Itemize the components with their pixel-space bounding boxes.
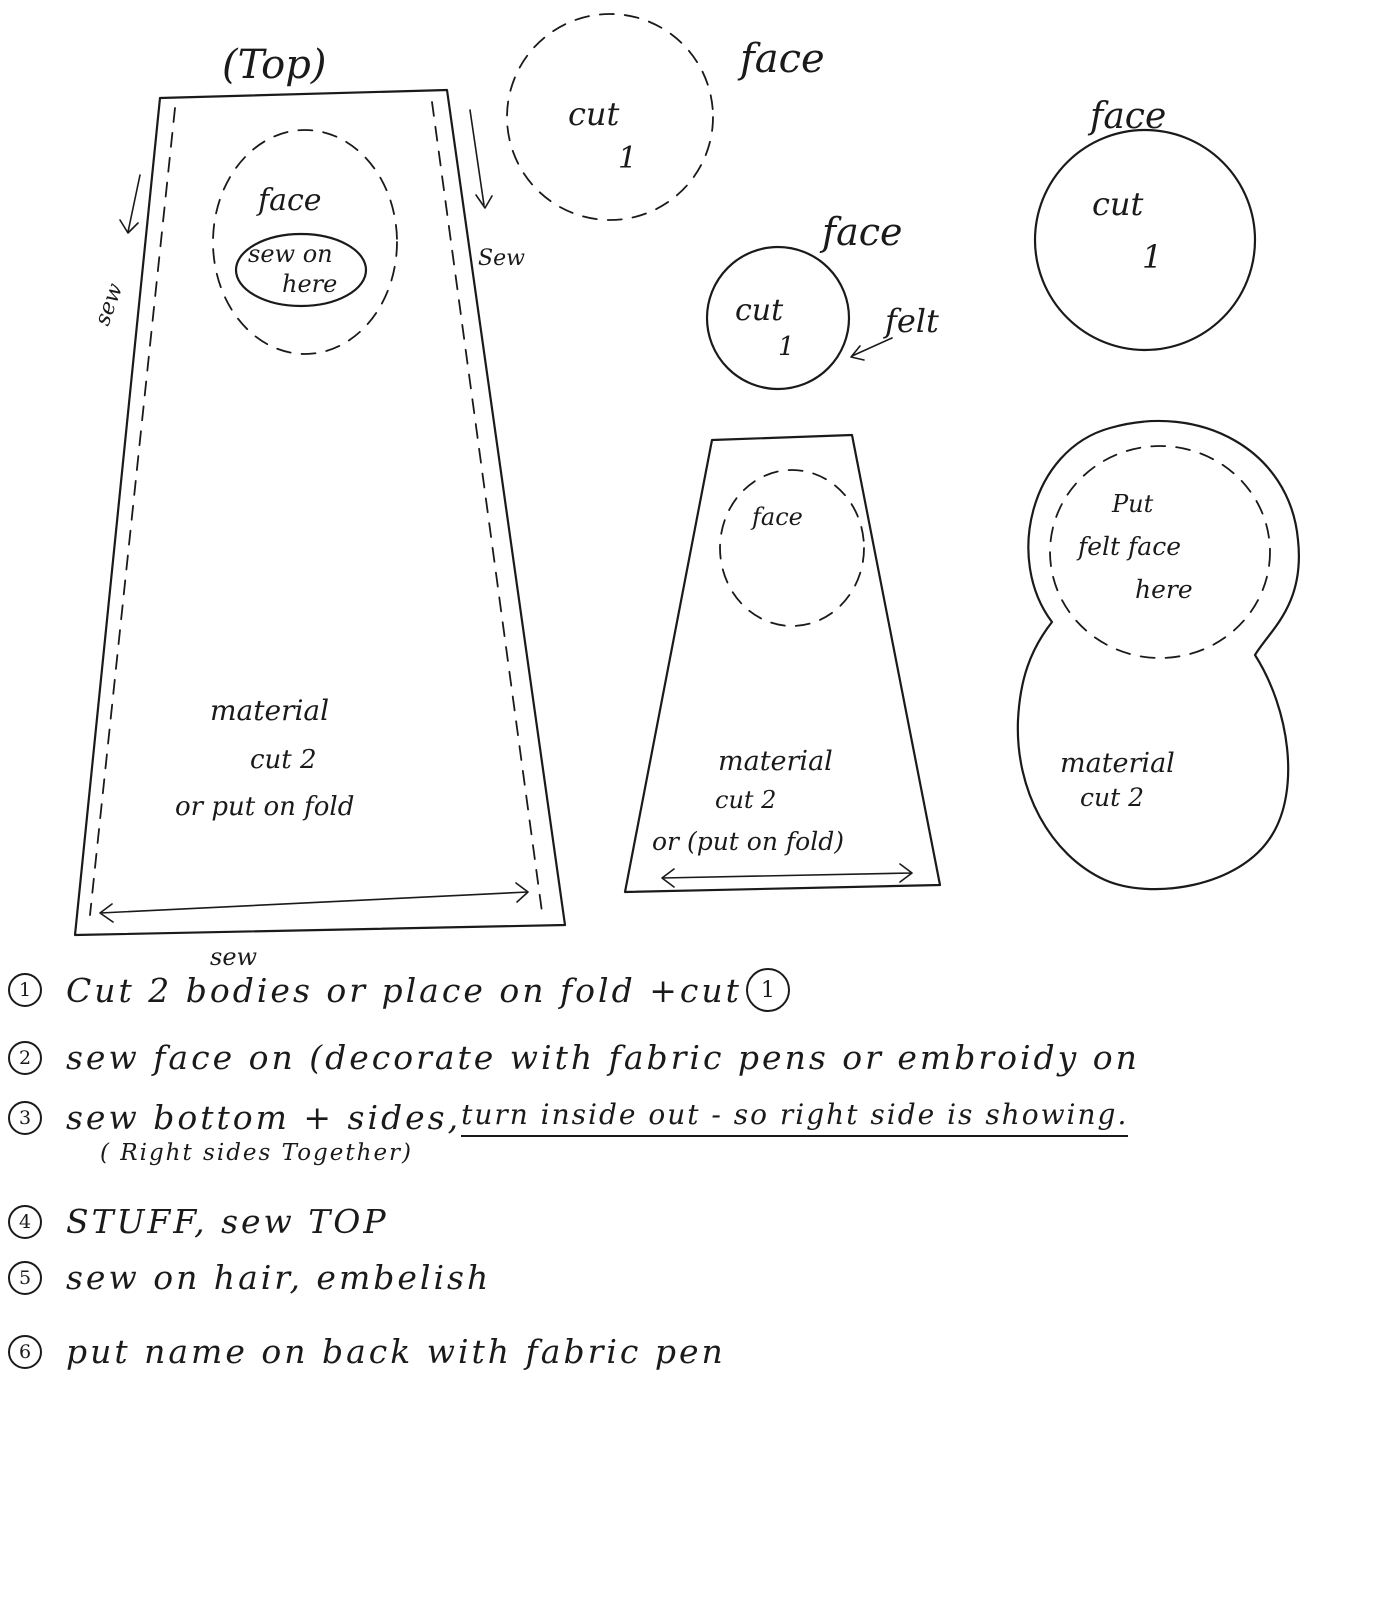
large-body-outline [73,88,567,937]
felt-arrow [850,337,893,361]
face-felt-circle [705,245,851,391]
round-cut2-label: cut 2 [1080,783,1144,812]
large-face-placement [212,129,398,355]
small-cut2-label: cut 2 [715,786,776,814]
step-3: 3 sew bottom + sides, turn inside out - … [8,1098,1129,1137]
step-6-text: put name on back with fabric pen [66,1332,726,1371]
face-right-title: face [1087,96,1166,137]
face-pattern-dashed: face cut 1 [506,13,825,221]
sew-bottom-label: sew [210,943,258,971]
step-5: 5 sew on hair, embelish [8,1258,491,1297]
sew-left-label: sew [90,280,128,329]
face-right-cut: cut [1092,185,1144,223]
large-cut2-label: cut 2 [250,745,317,775]
step-5-number: 5 [8,1260,42,1295]
step-4-number: 4 [8,1204,42,1239]
here-label: here [282,270,337,298]
small-body-outline [623,433,942,894]
face-felt-cut: cut [735,293,784,328]
large-material-label: material [210,694,329,727]
step-2-number: 2 [8,1040,42,1075]
round-body-outline [1016,419,1301,891]
felt-label: felt [883,302,939,340]
small-face-placement [719,469,865,627]
step-3-text-b: turn inside out - so right side is showi… [461,1098,1129,1137]
step-6: 6 put name on back with fabric pen [8,1332,726,1371]
face-dashed-circle [506,13,714,221]
large-fold-label: or put on fold [175,792,354,822]
large-body-pattern: (Top) face sew on here sew Sew material … [73,42,567,971]
step-1-number: 1 [8,973,42,1007]
large-face-label: face [256,183,322,218]
step-1-text: Cut 2 bodies or place on fold +cut [66,970,742,1010]
sew-right-label: Sew [478,246,525,271]
step-1-circled-count: 1 [745,968,790,1012]
step-2-text: sew face on (decorate with fabric pens o… [66,1038,1140,1077]
small-fold-arrow [661,863,913,888]
small-material-label: material [718,746,833,777]
step-4-text: STUFF, sew TOP [66,1202,389,1241]
round-material-label: material [1060,748,1175,779]
face-felt-title: face [819,210,903,254]
step-6-number: 6 [8,1334,42,1369]
sew-on-here-oval [234,232,368,308]
face-pattern-felt: face cut 1 felt [705,210,939,391]
step-3-number: 3 [8,1100,42,1135]
round-here-label: here [1135,575,1193,604]
face-pattern-right: face cut 1 [1033,96,1257,352]
face-dashed-title: face [737,36,825,82]
large-fold-arrow [99,882,529,923]
top-label: (Top) [222,42,326,88]
face-dashed-qty: 1 [618,141,637,176]
face-dashed-cut: cut [568,95,620,133]
step-3-note: ( Right sides Together) [100,1140,414,1166]
round-put-label: Put [1111,490,1154,518]
round-face-placement [1049,445,1271,659]
sew-on-label: sew on [248,240,333,268]
step-5-text: sew on hair, embelish [66,1258,492,1297]
step-3-text-a: sew bottom + sides, [66,1098,462,1137]
left-sew-arrow [119,174,141,234]
face-right-qty: 1 [1142,238,1162,276]
step-4: 4 STUFF, sew TOP [8,1202,389,1241]
small-fold-label: or (put on fold) [652,827,844,856]
small-body-pattern: face material cut 2 or (put on fold) [623,433,942,894]
right-sew-arrow [469,109,493,209]
face-right-circle [1033,128,1257,352]
large-body-seam-right [431,101,543,913]
round-body-pattern: Put felt face here material cut 2 [1016,419,1301,891]
small-face-label: face [750,503,803,531]
step-1: 1 Cut 2 bodies or place on fold +cut 1 [8,968,790,1012]
face-felt-qty: 1 [778,332,795,362]
step-2: 2 sew face on (decorate with fabric pens… [8,1038,1140,1077]
round-felt-face-label: felt face [1076,532,1181,561]
large-body-seam-left [89,107,176,916]
